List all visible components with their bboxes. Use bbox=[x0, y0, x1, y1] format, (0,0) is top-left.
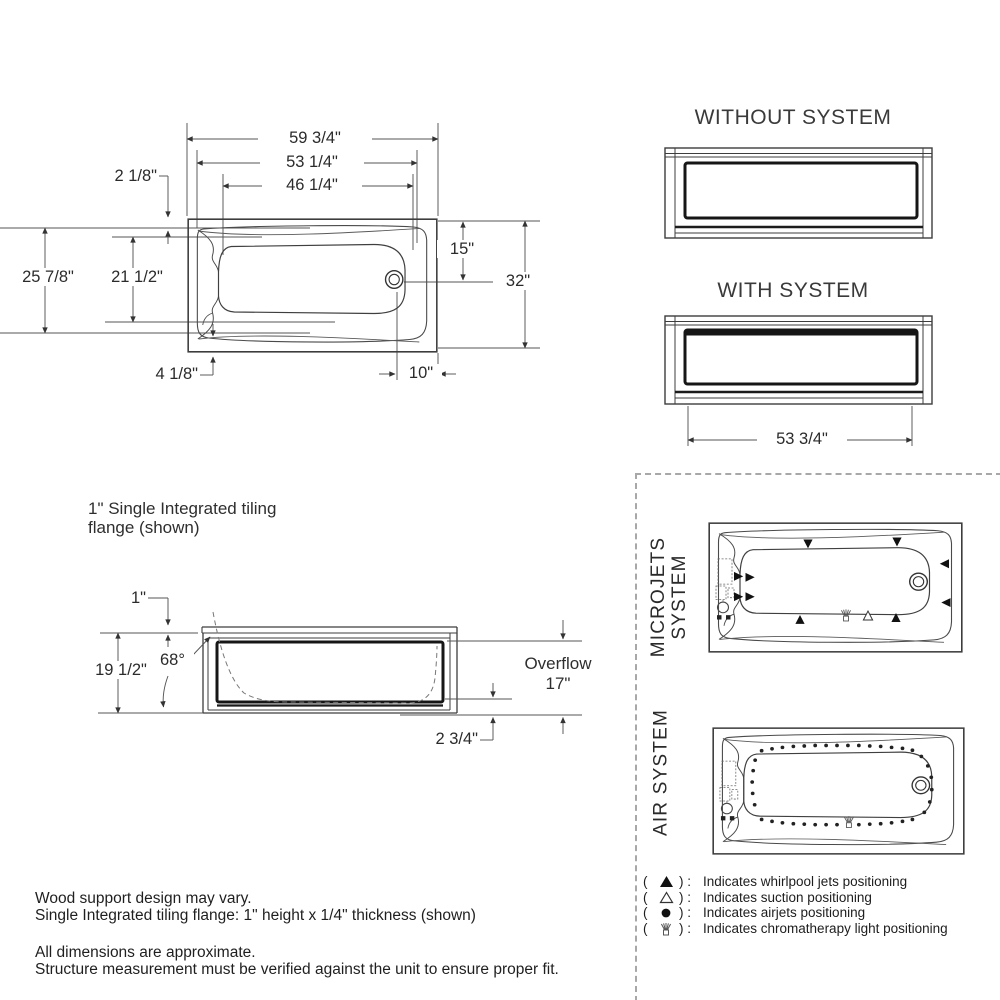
legend-row-whirlpool: ( ) : Indicates whirlpool jets positioni… bbox=[643, 874, 908, 890]
dim-depth-basin: 21 1/2" bbox=[97, 268, 177, 286]
airjet-icons bbox=[750, 743, 934, 827]
flange-side-view bbox=[98, 597, 582, 741]
dim-width-rim: 53 1/4" bbox=[260, 153, 364, 171]
symbols-legend: ( ) : Indicates whirlpool jets positioni… bbox=[643, 874, 948, 936]
microjets-system-label: MICROJETS SYSTEM bbox=[648, 536, 690, 658]
support-notes: Wood support design may vary. Single Int… bbox=[35, 890, 476, 924]
dim-depth-overall: 25 7/8" bbox=[8, 268, 88, 286]
legend-row-chromatherapy: ( ) : Indicates chromatherapy light posi… bbox=[643, 921, 948, 937]
legend-row-suction: ( ) : Indicates suction positioning bbox=[643, 889, 872, 905]
note-support: Wood support design may vary. bbox=[35, 890, 252, 907]
systems-panel-border bbox=[635, 473, 1000, 1000]
dim-width-basin: 46 1/4" bbox=[262, 176, 362, 194]
overflow-callout: Overflow 17" bbox=[506, 654, 610, 694]
with-system-title: WITH SYSTEM bbox=[717, 279, 869, 302]
air-system-tub bbox=[713, 728, 964, 854]
air-system-label: AIR SYSTEM bbox=[650, 708, 672, 837]
flange-note: 1" Single Integrated tiling flange (show… bbox=[88, 499, 276, 537]
note-verify: Structure measurement must be verified a… bbox=[35, 961, 559, 978]
flange-note-line2: flange (shown) bbox=[88, 518, 200, 537]
flange-note-line1: 1" Single Integrated tiling bbox=[88, 499, 277, 518]
airjet-filled-circle-icon bbox=[653, 907, 679, 919]
dim-tub-height: 19 1/2" bbox=[81, 661, 161, 679]
with-system-view bbox=[664, 315, 933, 446]
dim-depth-side: 32" bbox=[493, 272, 543, 290]
note-approx: All dimensions are approximate. bbox=[35, 944, 256, 961]
dim-wall-angle: 68° bbox=[158, 651, 194, 669]
plan-view-tub bbox=[188, 219, 437, 352]
note-flange-spec: Single Integrated tiling flange: 1" heig… bbox=[35, 907, 476, 924]
dim-drain-from-end: 10" bbox=[400, 364, 442, 382]
without-system-view bbox=[664, 147, 933, 239]
dim-flange-height: 1" bbox=[112, 589, 148, 607]
dim-width-overall: 59 3/4" bbox=[258, 129, 372, 147]
overflow-height: 17" bbox=[545, 674, 571, 693]
dim-skirt-width: 53 3/4" bbox=[757, 430, 847, 448]
dim-ledge-offset: 2 1/8" bbox=[95, 167, 159, 185]
without-system-title: WITHOUT SYSTEM bbox=[694, 106, 892, 129]
legend-row-airjets: ( ) : Indicates airjets positioning bbox=[643, 905, 866, 921]
whirlpool-jet-filled-triangle-icon bbox=[653, 875, 679, 888]
suction-open-triangle-icon bbox=[653, 891, 679, 904]
dim-corner-offset: 4 1/8" bbox=[138, 365, 200, 383]
chromatherapy-light-icon bbox=[653, 921, 679, 936]
dim-drain-from-edge: 15" bbox=[437, 240, 487, 258]
dimension-notes: All dimensions are approximate. Structur… bbox=[35, 944, 559, 978]
dim-base-height: 2 3/4" bbox=[418, 730, 480, 748]
overflow-label: Overflow bbox=[524, 654, 592, 673]
